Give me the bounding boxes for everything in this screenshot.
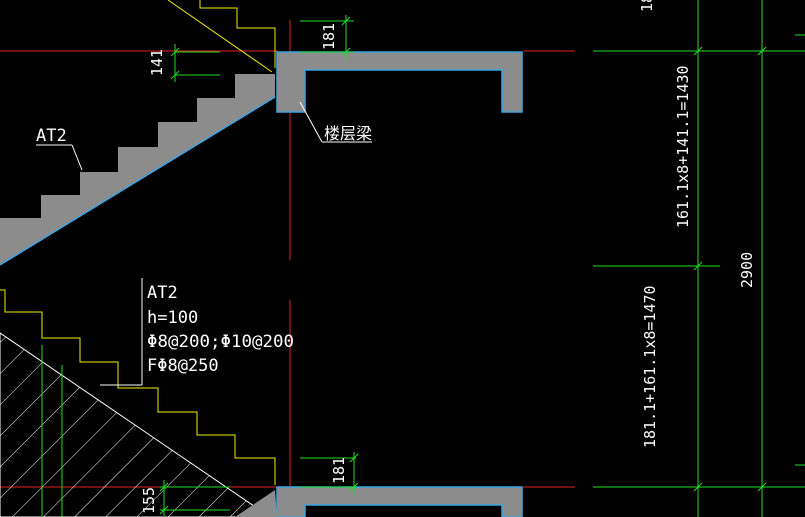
dimension-lines xyxy=(159,0,805,517)
bottom-beam xyxy=(276,486,523,517)
beam-label: 楼层梁 xyxy=(324,124,372,143)
leader-lines xyxy=(36,101,372,386)
bottom-flight-end xyxy=(235,490,277,517)
wall-green-lines xyxy=(41,345,63,517)
dim-upper-flight: 161.1x8+141.1=1430 xyxy=(674,65,692,228)
dim-beam-top: 181 xyxy=(320,23,338,50)
upper-stair-flight xyxy=(0,74,275,265)
dim-partial-top: 18 xyxy=(638,0,656,12)
annotation-distribution-rebar: FΦ8@250 xyxy=(147,356,219,376)
stair-label-top: AT2 xyxy=(36,126,67,146)
dim-total-height: 2900 xyxy=(738,252,756,288)
dim-riser-top: 141 xyxy=(148,49,166,76)
lower-outline-stair xyxy=(0,289,276,485)
upper-flight-soffit xyxy=(0,96,276,266)
hatched-wall xyxy=(0,332,271,517)
stair-annotation: AT2 h=100 Φ8@200;Φ10@200 FΦ8@250 xyxy=(147,283,294,376)
annotation-bottom-rebar: Φ8@200;Φ10@200 xyxy=(147,332,294,352)
top-beam xyxy=(276,51,523,113)
annotation-name: AT2 xyxy=(147,283,178,303)
dim-riser-bottom: 155 xyxy=(140,487,158,514)
dim-lower-flight: 181.1+161.1x8=1470 xyxy=(641,285,659,448)
upper-outline-diagonal xyxy=(167,0,273,73)
upper-outline-stair xyxy=(199,0,276,68)
annotation-thickness: h=100 xyxy=(147,308,198,328)
dim-beam-bottom: 181 xyxy=(330,457,348,484)
